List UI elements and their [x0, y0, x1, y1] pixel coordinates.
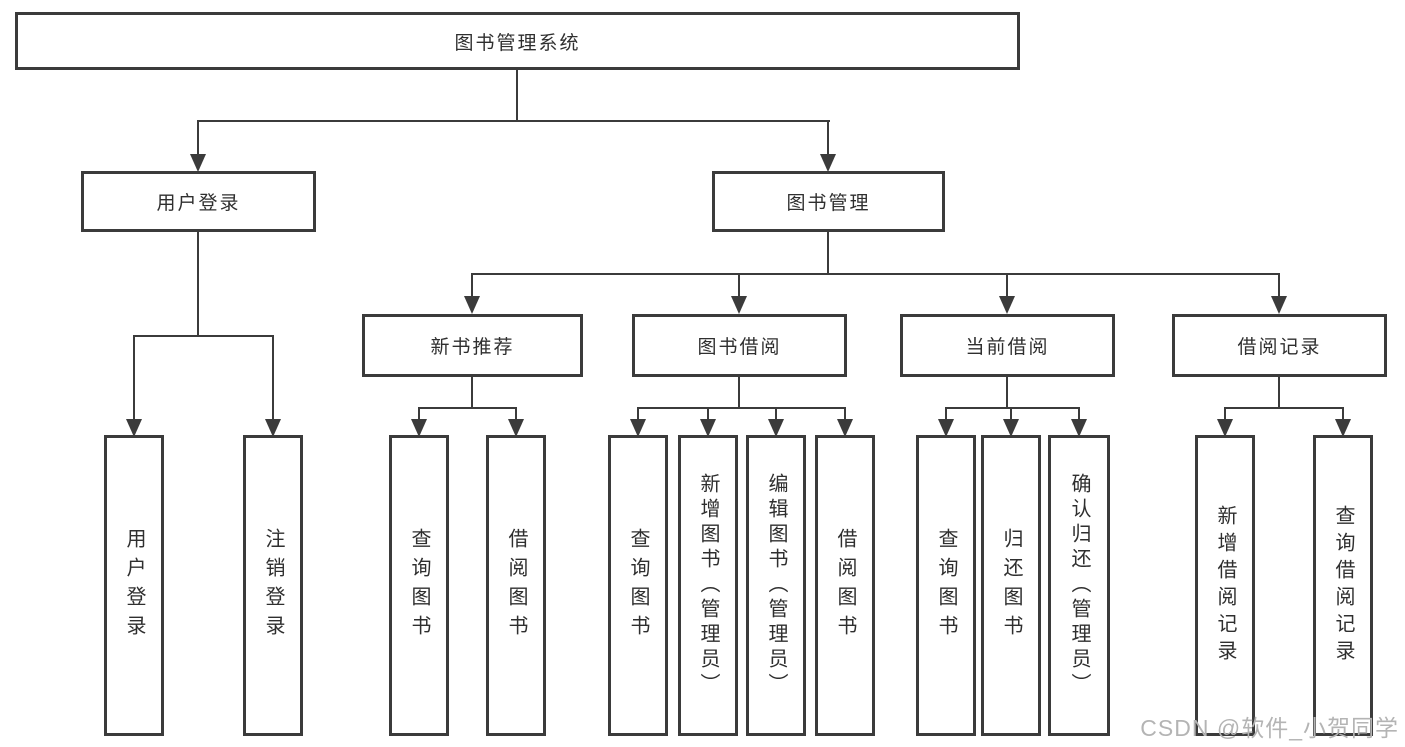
leaf-return-books-label: 归还图书 [1000, 527, 1022, 644]
connector-drop-edit-book [775, 407, 777, 421]
connector-user-login-bus [133, 335, 274, 337]
node-new-book-recommend-label: 新书推荐 [430, 337, 515, 358]
leaf-return-books: 归还图书 [981, 435, 1041, 736]
arrowhead-edit-book [768, 419, 784, 437]
connector-current-borrowing-bus [945, 407, 1080, 409]
node-user-login-label: 用户登录 [156, 193, 241, 214]
arrowhead-query1 [411, 419, 427, 437]
leaf-query-books-recommend: 查询图书 [389, 435, 449, 736]
leaf-query-books-current: 查询图书 [916, 435, 976, 736]
connector-drop-query-record [1342, 407, 1344, 421]
connector-drop-current-borrowing [1006, 273, 1008, 298]
connector-root-bus [197, 120, 830, 122]
leaf-edit-book-admin-label: 编辑图书（管理员） [765, 473, 787, 698]
node-library-system-label: 图书管理系统 [454, 32, 581, 54]
leaf-user-login-label: 用户登录 [123, 527, 145, 644]
leaf-borrow-books-borrowing-label: 借阅图书 [834, 527, 856, 644]
connector-drop-query2 [637, 407, 639, 421]
connector-drop-book-borrowing [738, 273, 740, 298]
node-book-management-label: 图书管理 [786, 193, 871, 214]
node-book-borrowing: 图书借阅 [632, 314, 847, 377]
leaf-add-book-admin: 新增图书（管理员） [678, 435, 738, 736]
arrowhead-query3 [938, 419, 954, 437]
leaf-borrow-books-borrowing: 借阅图书 [815, 435, 875, 736]
leaf-edit-book-admin: 编辑图书（管理员） [746, 435, 806, 736]
leaf-query-books-current-label: 查询图书 [935, 527, 957, 644]
arrowhead-borrow-records [1271, 296, 1287, 314]
connector-drop-return-books [1010, 407, 1012, 421]
connector-drop-add-record [1224, 407, 1226, 421]
connector-drop-borrow2 [844, 407, 846, 421]
connector-borrow-records-stem [1278, 377, 1280, 407]
arrowhead-book-borrowing [731, 296, 747, 314]
connector-user-login-stem [197, 232, 199, 335]
arrowhead-add-book [700, 419, 716, 437]
connector-drop-query1 [418, 407, 420, 421]
connector-drop-confirm-return [1078, 407, 1080, 421]
csdn-watermark: CSDN @软件_小贺同学 [1140, 715, 1399, 741]
connector-drop-new-book [471, 273, 473, 298]
connector-root-stem [516, 70, 518, 120]
connector-book-borrowing-stem [738, 377, 740, 407]
node-borrow-records: 借阅记录 [1172, 314, 1387, 377]
leaf-add-book-admin-label: 新增图书（管理员） [697, 473, 719, 698]
node-book-management: 图书管理 [712, 171, 945, 232]
arrowhead-current-borrowing [999, 296, 1015, 314]
connector-current-borrowing-stem [1006, 377, 1008, 407]
arrowhead-add-record [1217, 419, 1233, 437]
leaf-query-books-borrowing-label: 查询图书 [627, 527, 649, 644]
leaf-borrow-books-recommend: 借阅图书 [486, 435, 546, 736]
arrowhead-borrow1 [508, 419, 524, 437]
node-library-system: 图书管理系统 [15, 12, 1020, 70]
leaf-add-borrow-record-label: 新增借阅记录 [1214, 504, 1236, 667]
leaf-query-books-borrowing: 查询图书 [608, 435, 668, 736]
connector-book-mgmt-stem [827, 232, 829, 273]
connector-drop-query3 [945, 407, 947, 421]
node-borrow-records-label: 借阅记录 [1237, 337, 1322, 358]
arrowhead-query2 [630, 419, 646, 437]
node-current-borrowing: 当前借阅 [900, 314, 1115, 377]
leaf-query-borrow-record: 查询借阅记录 [1313, 435, 1373, 736]
node-user-login: 用户登录 [81, 171, 316, 232]
leaf-add-borrow-record: 新增借阅记录 [1195, 435, 1255, 736]
arrowhead-leaf-user-login [126, 419, 142, 437]
connector-drop-leaf-user-login [133, 335, 135, 421]
node-current-borrowing-label: 当前借阅 [965, 337, 1050, 358]
leaf-query-books-recommend-label: 查询图书 [408, 527, 430, 644]
node-book-borrowing-label: 图书借阅 [697, 337, 782, 358]
connector-drop-leaf-logout [272, 335, 274, 421]
arrowhead-book-mgmt [820, 154, 836, 172]
connector-drop-user-login [197, 120, 199, 155]
connector-new-book-stem [471, 377, 473, 407]
arrowhead-leaf-logout [265, 419, 281, 437]
connector-book-borrowing-bus [637, 407, 846, 409]
connector-drop-add-book [707, 407, 709, 421]
leaf-borrow-books-recommend-label: 借阅图书 [505, 527, 527, 644]
arrowhead-confirm-return [1071, 419, 1087, 437]
leaf-confirm-return-admin: 确认归还（管理员） [1048, 435, 1110, 736]
leaf-user-login: 用户登录 [104, 435, 164, 736]
connector-borrow-records-bus [1224, 407, 1344, 409]
arrowhead-query-record [1335, 419, 1351, 437]
leaf-query-borrow-record-label: 查询借阅记录 [1332, 504, 1354, 667]
leaf-logout-label: 注销登录 [262, 527, 284, 644]
connector-drop-book-mgmt [827, 120, 829, 155]
arrowhead-user-login [190, 154, 206, 172]
leaf-confirm-return-admin-label: 确认归还（管理员） [1068, 473, 1090, 698]
connector-book-mgmt-bus [471, 273, 1280, 275]
arrowhead-borrow2 [837, 419, 853, 437]
node-new-book-recommend: 新书推荐 [362, 314, 583, 377]
arrowhead-return-books [1003, 419, 1019, 437]
connector-new-book-bus [418, 407, 517, 409]
arrowhead-new-book [464, 296, 480, 314]
leaf-logout: 注销登录 [243, 435, 303, 736]
connector-drop-borrow-records [1278, 273, 1280, 298]
connector-drop-borrow1 [515, 407, 517, 421]
